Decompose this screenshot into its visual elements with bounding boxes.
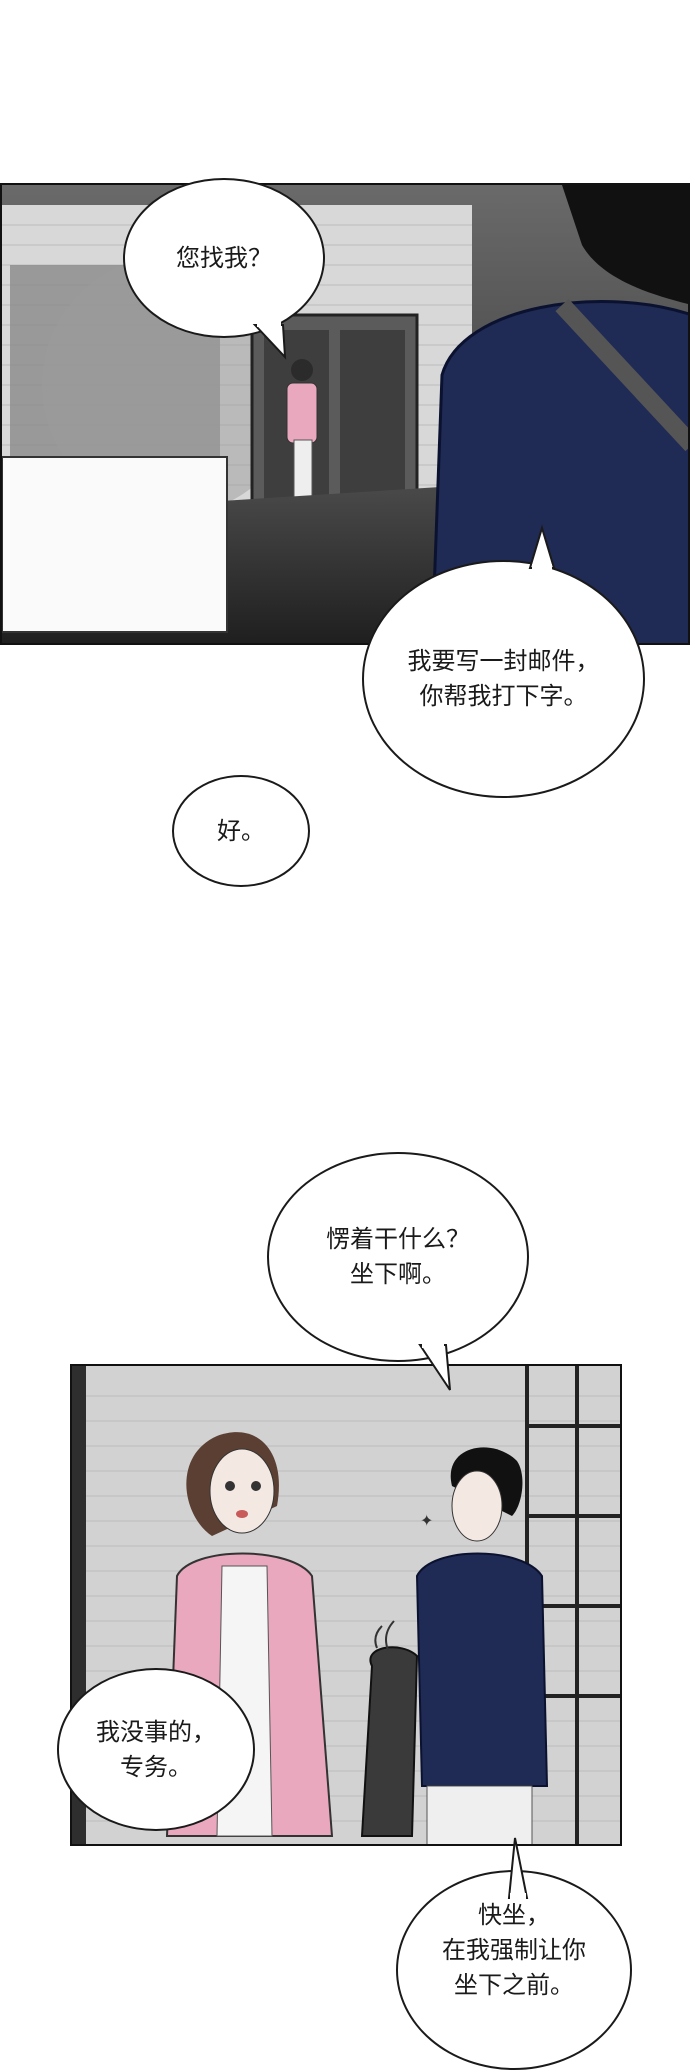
speech-tail-1 [252, 321, 287, 360]
speech-bubble-hao: 好。 [172, 775, 310, 887]
sparkle-icon: ✦ [420, 1511, 433, 1530]
comic-panel-office-doorway [0, 183, 690, 645]
woman-in-doorway [286, 359, 318, 506]
man-navy-sweater [415, 1447, 549, 1844]
speech-bubble-im-fine: 我没事的， 专务。 [57, 1668, 255, 1831]
comic-panel-standing-scene: ✦ [70, 1364, 622, 1846]
man-from-behind [430, 185, 688, 643]
white-desk [2, 456, 228, 633]
speech-tail-4 [418, 1341, 451, 1391]
speech-bubble-ni-zhao-wo: 您找我？ [123, 178, 325, 338]
speech-bubble-write-email: 我要写一封邮件， 你帮我打下字。 [362, 560, 645, 798]
office-chair [360, 1620, 419, 1837]
office-scene-illustration [2, 185, 688, 643]
speech-tail-2 [528, 524, 556, 572]
speech-tail-6 [507, 1837, 529, 1901]
speech-bubble-sit-down: 愣着干什么？ 坐下啊。 [267, 1152, 529, 1362]
